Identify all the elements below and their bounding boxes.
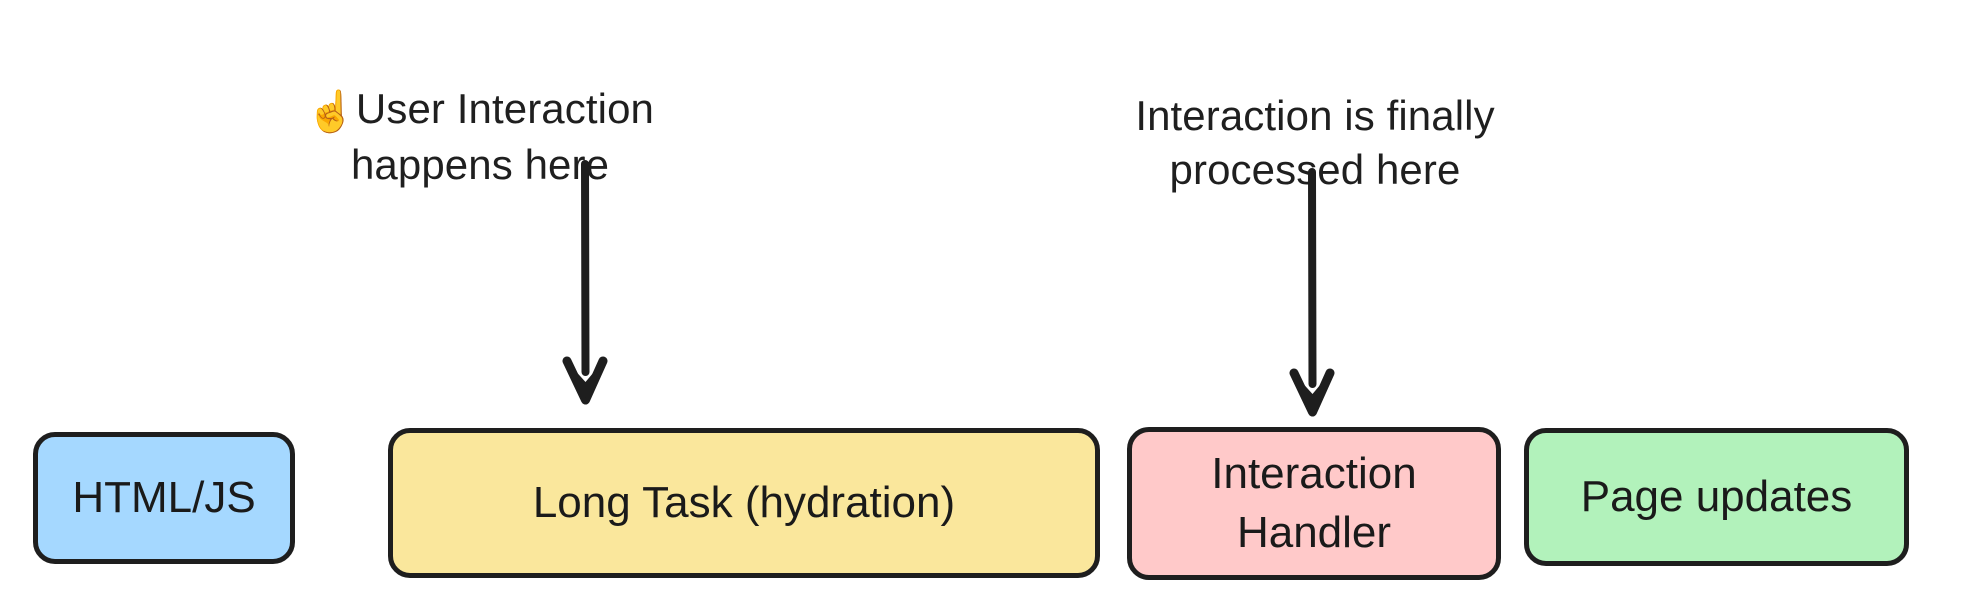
annotation-user-interaction: ☝️User Interaction happens here: [300, 28, 660, 192]
point-up-finger-icon: ☝️: [306, 88, 356, 135]
arrow-down-to-long-task-icon: [562, 160, 608, 405]
timeline-box-long-task[interactable]: Long Task (hydration): [388, 428, 1100, 578]
timeline-box-page-updates-label: Page updates: [1580, 471, 1853, 521]
annotation-processed-here-text: Interaction is finally processed here: [1135, 91, 1495, 193]
arrow-down-to-interaction-handler-icon: [1289, 168, 1335, 417]
timeline-box-html-js[interactable]: HTML/JS: [33, 432, 295, 564]
timeline-box-interaction-handler-label: Interaction Handler: [1211, 449, 1417, 557]
timeline-box-long-task-label: Long Task (hydration): [532, 477, 956, 527]
annotation-user-interaction-text: User Interaction happens here: [350, 84, 654, 188]
timeline-box-page-updates[interactable]: Page updates: [1524, 428, 1909, 566]
timeline-box-html-js-label: HTML/JS: [72, 472, 256, 522]
annotation-processed-here: Interaction is finally processed here: [1115, 35, 1515, 196]
timeline-box-interaction-handler[interactable]: Interaction Handler: [1127, 427, 1501, 580]
